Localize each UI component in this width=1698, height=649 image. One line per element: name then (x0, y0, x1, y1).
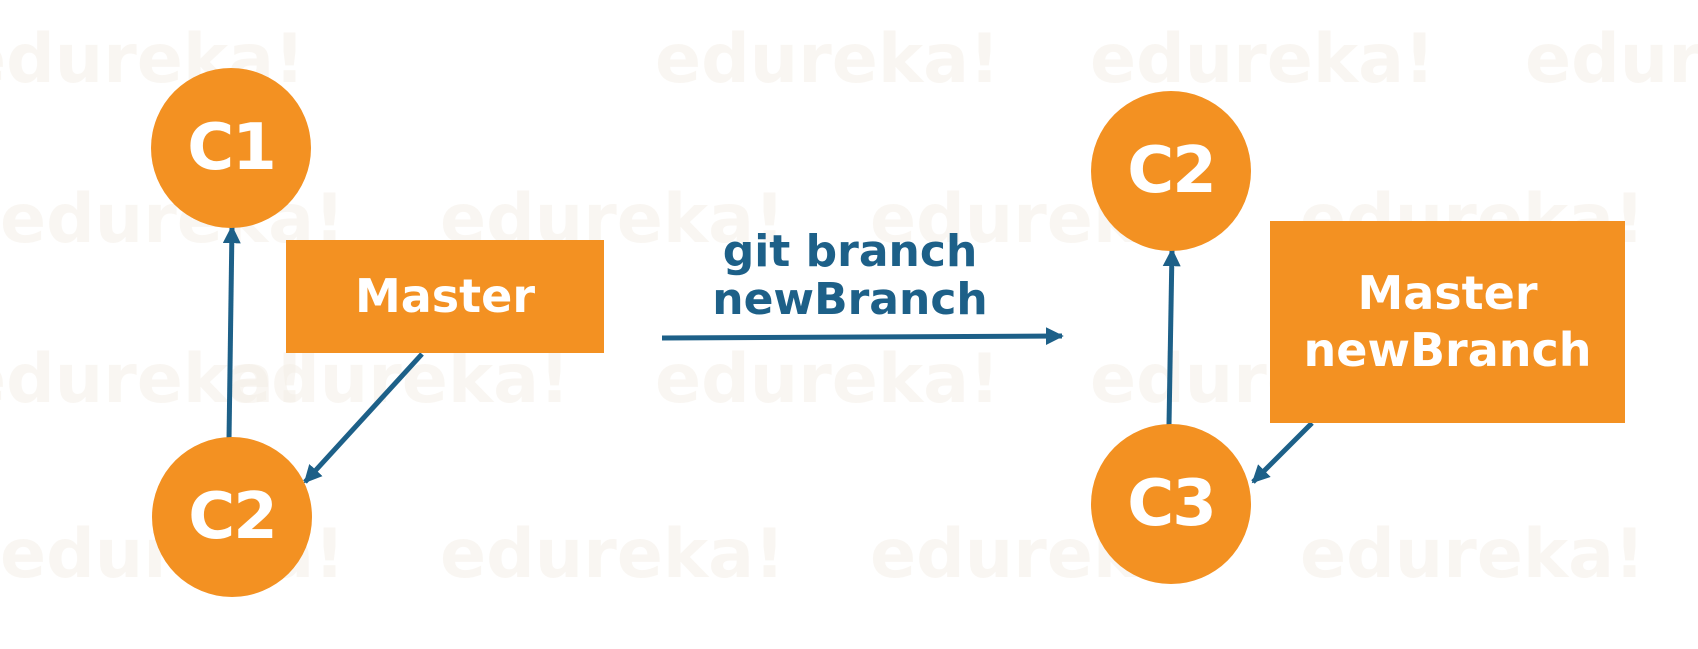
commit-node-c2-after: C2 (1091, 91, 1251, 251)
branch-label-text: Master (354, 268, 536, 323)
branch-label-line-2: newBranch (1303, 323, 1592, 377)
branch-label-master: Master (286, 240, 604, 353)
arrow-c3-to-c2 (1162, 248, 1181, 426)
commit-node-c2: C2 (152, 437, 312, 597)
watermark: edureka! (655, 340, 1000, 419)
arrow-master-to-c2 (303, 352, 424, 484)
commit-node-c3: C3 (1091, 424, 1251, 584)
arrow-branches-to-c3 (1251, 421, 1314, 484)
watermark: edureka! (440, 515, 785, 594)
watermark: edureka! (1300, 515, 1645, 594)
watermark: edureka! (1525, 20, 1698, 99)
arrow-c2-to-c1 (222, 225, 241, 441)
arrow-command (661, 327, 1064, 346)
watermark: edureka! (655, 20, 1000, 99)
watermark: edureka! (0, 340, 305, 419)
branch-label-master-newbranch: Master newBranch (1270, 221, 1625, 423)
branch-label-line-1: Master (1357, 265, 1538, 320)
commit-node-c1: C1 (151, 68, 311, 228)
watermark: edureka! (1090, 20, 1435, 99)
command-line-2: newBranch (712, 274, 988, 326)
command-text: git branch newBranch (700, 226, 1000, 326)
command-line-1: git branch (722, 226, 978, 277)
